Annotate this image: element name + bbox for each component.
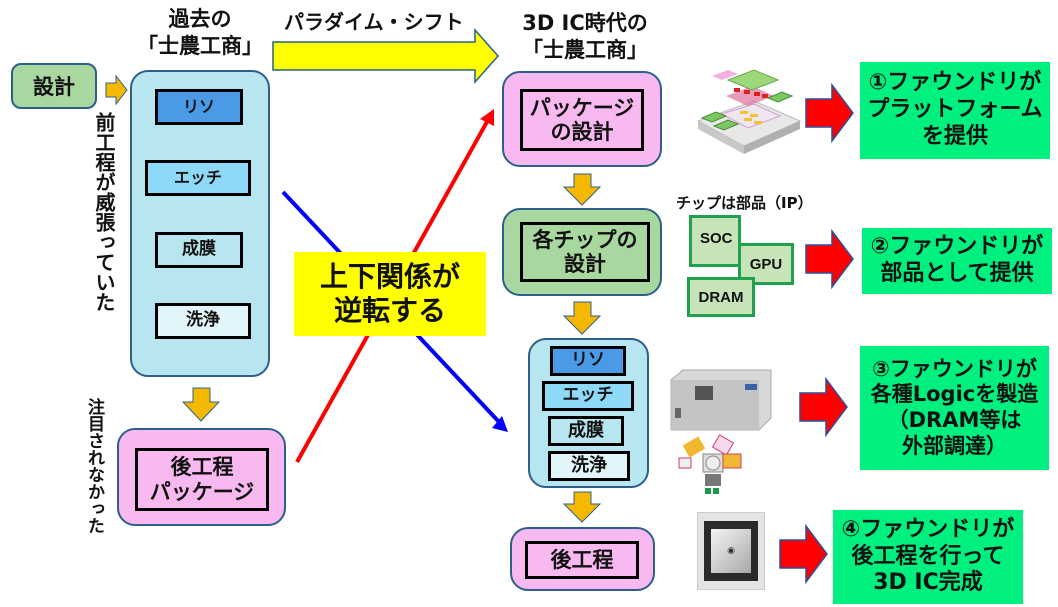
left-down-arrow	[181, 387, 221, 422]
right-down-arrow-2	[562, 301, 602, 335]
chip-logo-icon: ◉	[727, 546, 735, 556]
right-down-arrow-1	[562, 173, 602, 206]
reversal-callout: 上下関係が 逆転する	[294, 252, 486, 336]
new-step-litho: リソ	[550, 346, 626, 376]
paradigm-shift-label: パラダイム・シフト	[284, 10, 464, 34]
result-arrow-1	[805, 82, 854, 144]
right-down-arrow-3	[562, 491, 602, 523]
gpu-die: ◉	[704, 521, 758, 581]
result-box-2: ②ファウンドリが 部品として提供	[862, 228, 1052, 294]
chips-caption: チップは部品（IP）	[676, 194, 813, 212]
past-step-film: 成膜	[155, 232, 243, 268]
package-design-box: パッケージ の設計	[520, 89, 644, 151]
package-3d-illustration	[692, 66, 804, 156]
design-to-front-arrow	[105, 74, 128, 106]
past-step-litho: リソ	[155, 89, 243, 125]
past-step-etch: エッチ	[145, 160, 251, 196]
right-header: 3D IC時代の 「士農工商」	[522, 11, 648, 63]
chip-gpu: GPU	[738, 243, 794, 285]
blue-line-arrowhead	[492, 416, 508, 432]
left-header: 過去の 「士農工商」	[137, 7, 263, 59]
result-box-4: ④ファウンドリが 後工程を行って 3D IC完成	[833, 510, 1023, 604]
chip-dram: DRAM	[687, 277, 755, 317]
result-arrow-4	[779, 523, 828, 585]
fab-equipment-icon	[670, 369, 772, 494]
red-line-arrowhead	[480, 109, 494, 126]
result-arrow-3	[799, 376, 848, 438]
new-step-film: 成膜	[548, 416, 624, 446]
paradigm-shift-arrow	[272, 28, 500, 84]
reversal-callout-text: 上下関係が 逆転する	[319, 260, 460, 327]
gpu-package-photo: ◉	[697, 512, 765, 590]
result-box-3: ③ファウンドリが 各種Logicを製造 （DRAM等は 外部調達）	[860, 346, 1049, 470]
fab-equipment-illustration	[665, 368, 775, 498]
new-step-etch: エッチ	[542, 381, 634, 411]
side-note-not-noticed: 注目されなかった	[84, 398, 104, 534]
past-back-process-box: 後工程 パッケージ	[135, 448, 269, 511]
side-note-front-dominant: 前工程が威張っていた	[92, 112, 116, 312]
new-back-process-box: 後工程	[525, 541, 639, 579]
result-box-1: ①ファウンドリが プラットフォーム を提供	[860, 62, 1050, 159]
design-box-label: 設計	[33, 75, 75, 99]
new-step-clean: 洗浄	[548, 451, 630, 481]
design-box: 設計	[11, 63, 97, 109]
chip-design-box: 各チップの 設計	[520, 222, 650, 282]
past-step-clean: 洗浄	[155, 303, 251, 339]
chip-soc: SOC	[689, 215, 741, 267]
gpu-die-lid: ◉	[711, 529, 751, 573]
result-arrow-2	[805, 228, 854, 290]
package-3d-icon	[696, 69, 802, 154]
